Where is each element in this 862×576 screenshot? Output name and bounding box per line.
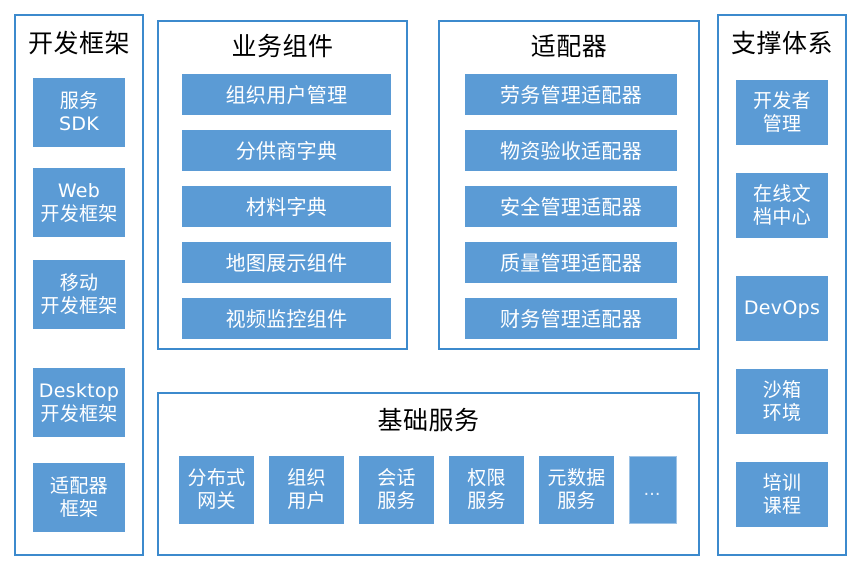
tile-business-components-1[interactable]: 分供商字典 <box>182 130 391 171</box>
tile-adapters-0[interactable]: 劳务管理适配器 <box>465 74 677 115</box>
tile-business-components-4[interactable]: 视频监控组件 <box>182 298 391 339</box>
tile-adapters-3[interactable]: 质量管理适配器 <box>465 242 677 283</box>
panel-dev-framework: 开发框架 服务 SDK Web 开发框架 移动 开发框架 Desktop 开发框… <box>14 14 144 556</box>
tile-business-components-0[interactable]: 组织用户管理 <box>182 74 391 115</box>
tile-basic-services-2[interactable]: 会话 服务 <box>359 456 434 524</box>
tile-support-system-1[interactable]: 在线文 档中心 <box>736 173 828 238</box>
tile-support-system-3[interactable]: 沙箱 环境 <box>736 369 828 434</box>
tile-dev-framework-1[interactable]: Web 开发框架 <box>33 168 125 237</box>
tile-dev-framework-0[interactable]: 服务 SDK <box>33 78 125 147</box>
tile-support-system-0[interactable]: 开发者 管理 <box>736 80 828 145</box>
panel-adapters-title: 适配器 <box>530 32 608 61</box>
tile-basic-services-5[interactable]: … <box>629 456 677 524</box>
tile-support-system-4[interactable]: 培训 课程 <box>736 462 828 527</box>
panel-dev-framework-title: 开发框架 <box>27 29 130 58</box>
panel-adapters: 适配器 劳务管理适配器 物资验收适配器 安全管理适配器 质量管理适配器 财务管理… <box>438 20 700 350</box>
tile-basic-services-0[interactable]: 分布式 网关 <box>179 456 254 524</box>
tile-support-system-2[interactable]: DevOps <box>736 276 828 341</box>
tile-dev-framework-3[interactable]: Desktop 开发框架 <box>33 368 125 437</box>
tile-basic-services-1[interactable]: 组织 用户 <box>269 456 344 524</box>
tile-adapters-2[interactable]: 安全管理适配器 <box>465 186 677 227</box>
panel-basic-services-title: 基础服务 <box>377 406 480 435</box>
tile-business-components-2[interactable]: 材料字典 <box>182 186 391 227</box>
panel-basic-services: 基础服务 分布式 网关 组织 用户 会话 服务 权限 服务 元数据 服务 … <box>157 392 700 556</box>
tile-business-components-3[interactable]: 地图展示组件 <box>182 242 391 283</box>
tile-adapters-1[interactable]: 物资验收适配器 <box>465 130 677 171</box>
panel-business-components-title: 业务组件 <box>231 32 334 61</box>
tile-dev-framework-4[interactable]: 适配器 框架 <box>33 463 125 532</box>
panel-business-components: 业务组件 组织用户管理 分供商字典 材料字典 地图展示组件 视频监控组件 <box>157 20 408 350</box>
tile-basic-services-3[interactable]: 权限 服务 <box>449 456 524 524</box>
tile-adapters-4[interactable]: 财务管理适配器 <box>465 298 677 339</box>
panel-support-system-title: 支撑体系 <box>730 29 833 58</box>
tile-basic-services-4[interactable]: 元数据 服务 <box>539 456 614 524</box>
tile-dev-framework-2[interactable]: 移动 开发框架 <box>33 260 125 329</box>
panel-support-system: 支撑体系 开发者 管理 在线文 档中心 DevOps 沙箱 环境 培训 课程 <box>717 14 847 556</box>
